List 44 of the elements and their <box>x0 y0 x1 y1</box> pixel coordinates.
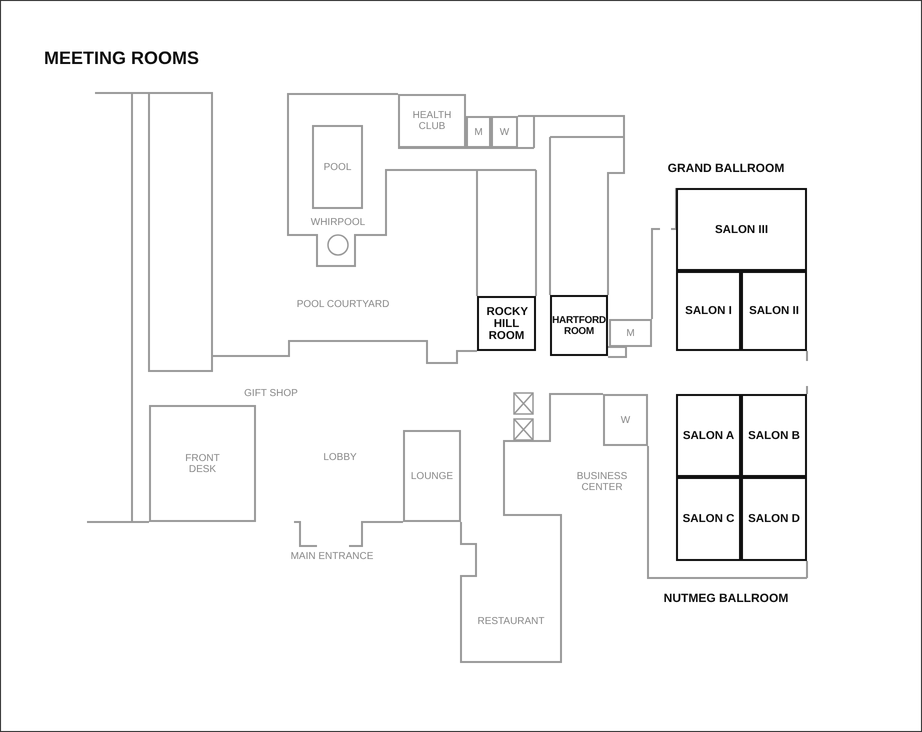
room-box <box>741 477 807 561</box>
room-label: M <box>474 126 483 138</box>
room-box <box>149 405 256 522</box>
room-box <box>403 430 461 522</box>
room-label: WHIRPOOL <box>310 217 366 228</box>
room-label: HARTFORD ROOM <box>552 314 606 336</box>
room-label: POOL <box>324 162 352 172</box>
room-label: LOUNGE <box>410 470 454 482</box>
area-label: BUSINESS CENTER <box>576 471 628 493</box>
room-box <box>312 125 363 209</box>
room-box <box>676 394 741 477</box>
room-label: SALON II <box>749 305 799 317</box>
room-box <box>609 319 652 347</box>
room-label: W <box>620 414 630 426</box>
room-label: SALON B <box>748 430 800 442</box>
room-box <box>741 271 807 351</box>
room-label: HEALTH CLUB <box>412 110 452 132</box>
room-label: SALON D <box>748 513 800 525</box>
area-label: RESTAURANT <box>476 616 546 627</box>
room-box <box>676 271 741 351</box>
area-label: GIFT SHOP <box>243 388 299 399</box>
room-box <box>477 296 536 351</box>
room-label: SALON I <box>685 305 732 317</box>
room-label: FRONT DESK <box>184 452 221 474</box>
room-label: W <box>500 126 510 138</box>
area-label: LOBBY <box>322 452 358 463</box>
area-label: POOL COURTYARD <box>296 299 390 310</box>
room-box <box>676 477 741 561</box>
room-box <box>466 116 491 148</box>
room-label: SALON A <box>682 430 734 442</box>
room-box <box>491 116 518 148</box>
room-box <box>398 94 466 148</box>
page-title: MEETING ROOMS <box>44 48 200 69</box>
room-label: M <box>626 328 635 338</box>
room-box <box>550 295 608 356</box>
ballroom-heading: NUTMEG BALLROOM <box>662 591 790 605</box>
room-label: ROCKY HILL ROOM <box>486 306 526 342</box>
room-box <box>603 394 648 446</box>
area-label: MAIN ENTRANCE <box>290 551 374 562</box>
room-label: SALON III <box>714 224 768 236</box>
room-box <box>741 394 807 477</box>
room-label: SALON C <box>682 513 734 525</box>
ballroom-heading: GRAND BALLROOM <box>666 161 786 175</box>
room-box <box>676 188 807 271</box>
